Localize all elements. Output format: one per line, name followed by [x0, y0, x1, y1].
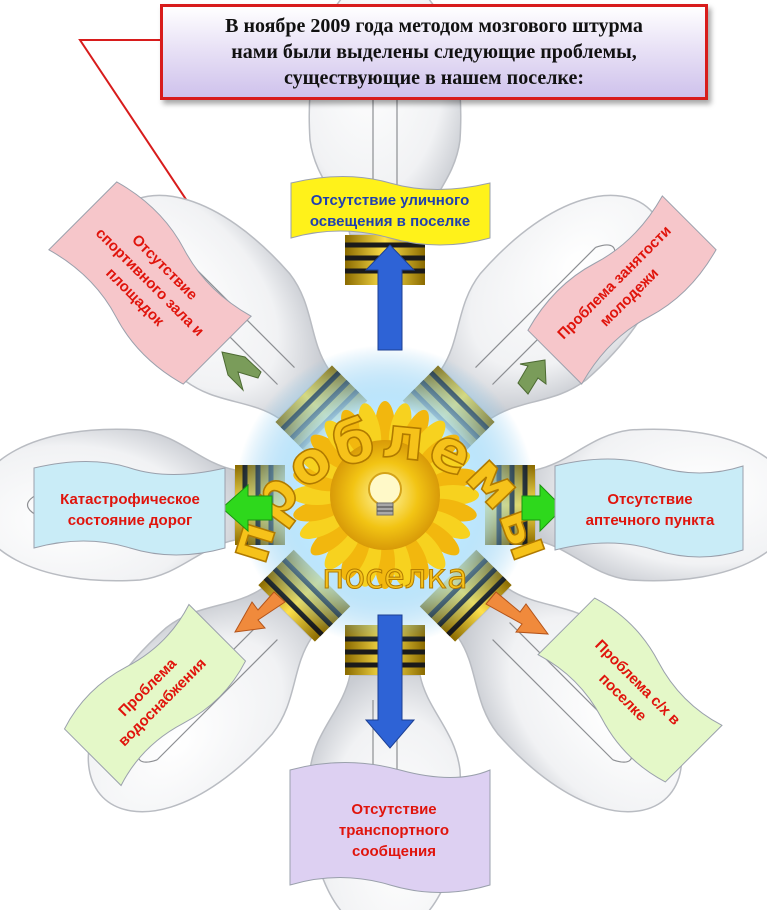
arrow-down-left: [234, 591, 286, 633]
title-line-1: В ноябре 2009 года методом мозгового шту…: [225, 15, 643, 37]
arrow-right: [521, 483, 564, 533]
arrows: [221, 244, 564, 749]
arrow-left: [221, 483, 273, 533]
arrow-up: [364, 244, 416, 351]
problem-transport: Отсутствие транспортного сообщения: [338, 800, 450, 860]
banners: [33, 176, 744, 893]
arrow-up-right: [517, 359, 547, 395]
arrow-up-left: [221, 351, 262, 392]
title-line-2: нами были выделены следующие проблемы,: [231, 41, 637, 63]
problem-roads: Катастрофическое состояние дорог: [60, 491, 200, 529]
light-bulb-icon: [368, 472, 402, 516]
arrow-down-right: [485, 591, 550, 635]
title-line-3: существующие в нашем поселке:: [283, 67, 584, 89]
arrow-down: [364, 614, 416, 749]
problem-pharmacy: Отсутствие аптечного пункта: [585, 491, 715, 529]
problem-street-lighting: Отсутствие уличного освещения в поселке: [309, 192, 471, 230]
center-subtitle: поселка: [322, 557, 468, 597]
title-callout: В ноябре 2009 года методом мозгового шту…: [160, 4, 708, 100]
